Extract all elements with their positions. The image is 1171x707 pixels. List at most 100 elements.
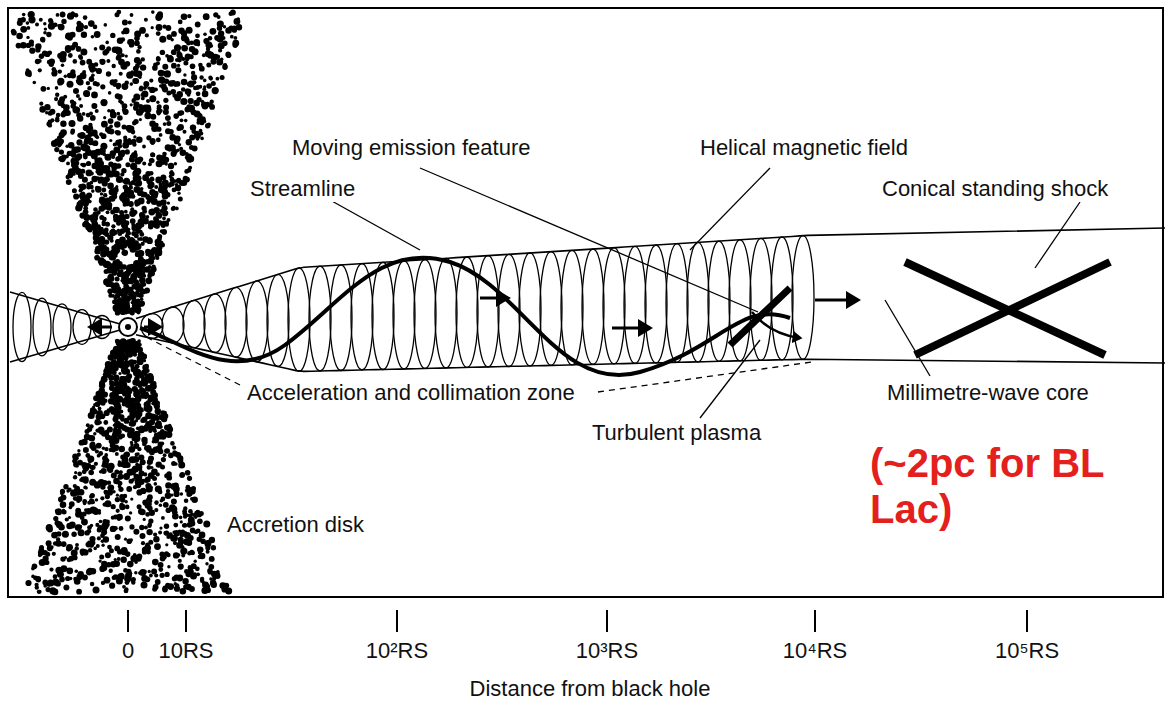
disk-dot: [39, 547, 45, 553]
disk-dot: [139, 232, 144, 237]
disk-dot: [230, 35, 234, 39]
disk-dot: [165, 543, 168, 546]
disk-dot: [143, 518, 146, 521]
disk-dot: [175, 58, 179, 62]
disk-dot: [163, 98, 168, 103]
disk-dot: [119, 446, 125, 452]
disk-dot: [159, 504, 163, 508]
disk-dot: [63, 585, 69, 591]
disk-dot: [11, 30, 17, 36]
disk-dot: [172, 188, 177, 193]
disk-dot: [116, 578, 123, 585]
disk-dot: [60, 556, 65, 561]
disk-dot: [132, 456, 139, 463]
disk-dot: [210, 557, 215, 562]
disk-dot: [33, 81, 37, 85]
disk-dot: [125, 516, 131, 522]
disk-dot: [203, 85, 206, 88]
disk-dot: [130, 82, 134, 86]
disk-dot: [35, 22, 39, 26]
disk-dot: [220, 58, 223, 61]
disk-dot: [113, 375, 120, 382]
disk-dot: [104, 410, 110, 416]
disk-dot: [154, 508, 158, 512]
disk-dot: [128, 21, 132, 25]
disk-dot: [144, 396, 147, 399]
disk-dot: [189, 586, 195, 592]
disk-dot: [89, 424, 93, 428]
disk-dot: [70, 73, 76, 79]
frame: [8, 8, 1163, 597]
disk-dot: [90, 115, 96, 121]
disk-dot: [164, 448, 170, 454]
disk-dot: [127, 538, 133, 544]
disk-dot: [193, 86, 197, 90]
disk-dot: [88, 20, 95, 27]
disk-dot: [159, 180, 162, 183]
disk-dot: [105, 154, 112, 161]
disk-dot: [187, 551, 191, 555]
disk-dot: [163, 105, 169, 111]
disk-dot: [84, 25, 88, 29]
disk-dot: [66, 544, 73, 551]
disk-dot: [202, 582, 209, 589]
disk-dot: [154, 185, 158, 189]
disk-dot: [183, 73, 186, 76]
disk-dot: [73, 59, 78, 64]
disk-dot: [148, 570, 151, 573]
disk-dot: [200, 577, 204, 581]
disk-dot: [100, 496, 104, 500]
disk-dot: [87, 455, 94, 462]
disk-dot: [137, 190, 143, 196]
disk-dot: [146, 529, 152, 535]
disk-dot: [145, 421, 150, 426]
disk-dot: [118, 487, 123, 492]
disk-dot: [177, 192, 180, 195]
disk-dot: [95, 255, 100, 260]
disk-dot: [90, 465, 95, 470]
disk-dot: [76, 589, 82, 595]
disk-dot: [106, 71, 111, 76]
disk-dot: [137, 237, 141, 241]
disk-dot: [109, 385, 114, 390]
disk-dot: [139, 118, 142, 121]
disk-dot: [187, 14, 191, 18]
disk-dot: [116, 382, 122, 388]
disk-dot: [150, 519, 153, 522]
disk-dot: [57, 144, 61, 148]
disk-dot: [105, 552, 111, 558]
disk-dot: [178, 458, 184, 464]
disk-dot: [205, 545, 210, 550]
disk-dot: [78, 97, 81, 100]
disk-dot: [170, 441, 175, 446]
disk-dot: [148, 237, 152, 241]
disk-dot: [136, 109, 143, 116]
disk-dot: [152, 559, 159, 566]
disk-dot: [210, 28, 217, 35]
disk-dot: [205, 562, 208, 565]
disk-dot: [125, 162, 130, 167]
disk-dot: [170, 493, 173, 496]
disk-dot: [110, 561, 116, 567]
disk-dot: [133, 78, 139, 84]
disk-dot: [182, 578, 188, 584]
disk-dot: [86, 423, 90, 427]
disk-dot: [98, 559, 101, 562]
disk-dot: [65, 145, 69, 149]
disk-dot: [188, 509, 193, 514]
disk-dot: [49, 587, 56, 594]
disk-dot: [203, 79, 207, 83]
disk-dot: [32, 564, 38, 570]
disk-dot: [147, 459, 153, 465]
disk-dot: [127, 127, 133, 133]
disk-dot: [156, 24, 163, 31]
disk-dot: [52, 533, 56, 537]
disk-dot: [190, 63, 196, 69]
disk-dot: [72, 106, 79, 113]
disk-dot: [185, 53, 191, 59]
disk-dot: [216, 59, 223, 66]
disk-dot: [99, 470, 103, 474]
disk-dot: [130, 418, 133, 421]
disk-dot: [107, 109, 111, 113]
disk-dot: [51, 140, 58, 147]
